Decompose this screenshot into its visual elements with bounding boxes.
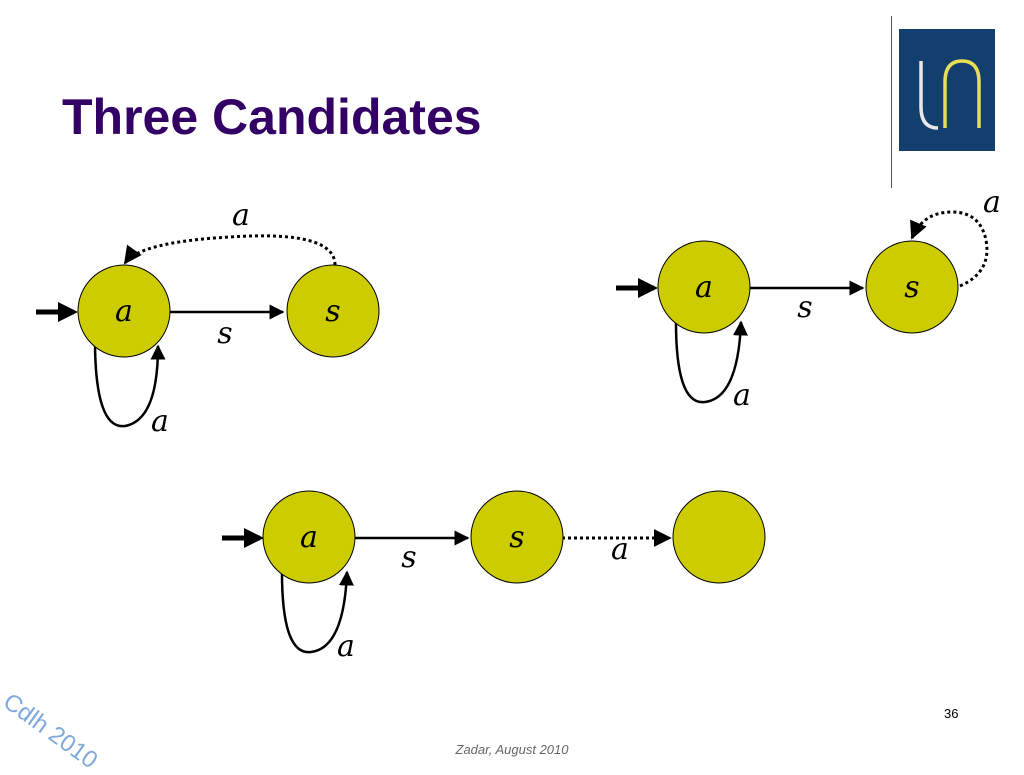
state-label: a [300, 520, 318, 555]
page-number: 36 [944, 706, 959, 721]
edge-label: a [232, 198, 250, 233]
logo-right-stroke [943, 59, 981, 128]
university-logo [899, 29, 995, 151]
state-s [865, 240, 959, 334]
state-blank [672, 490, 766, 584]
edge-label: a [337, 629, 355, 664]
self-loop-a [280, 565, 354, 654]
state-label: s [325, 294, 340, 329]
candidate-2: a s s a a [616, 185, 1001, 413]
self-loop-a [674, 315, 748, 404]
logo-mark [919, 59, 981, 130]
logo-divider [891, 16, 892, 188]
dotted-transition-s-to-a [123, 234, 337, 266]
state-a [657, 240, 751, 334]
state-a [77, 264, 171, 358]
state-label: s [904, 270, 919, 305]
edge-label: s [797, 290, 812, 325]
edge-label: a [733, 378, 751, 413]
state-label: a [695, 270, 713, 305]
self-loop-a [93, 339, 166, 428]
state-label: s [509, 520, 524, 555]
state-a [262, 490, 356, 584]
edge-label: s [401, 540, 416, 575]
edge-label: a [611, 532, 629, 567]
state-label: a [115, 294, 133, 329]
candidate-3: a s s a a [222, 490, 766, 664]
state-s [286, 264, 380, 358]
edge-label: a [151, 404, 169, 439]
edge-label: a [983, 185, 1001, 220]
logo-left-stroke [919, 61, 939, 130]
candidate-1: a s s a a [36, 198, 380, 439]
edge-label: s [217, 316, 232, 351]
slide-title: Three Candidates [62, 89, 482, 145]
state-s [470, 490, 564, 584]
footer: Zadar, August 2010 [455, 742, 569, 757]
